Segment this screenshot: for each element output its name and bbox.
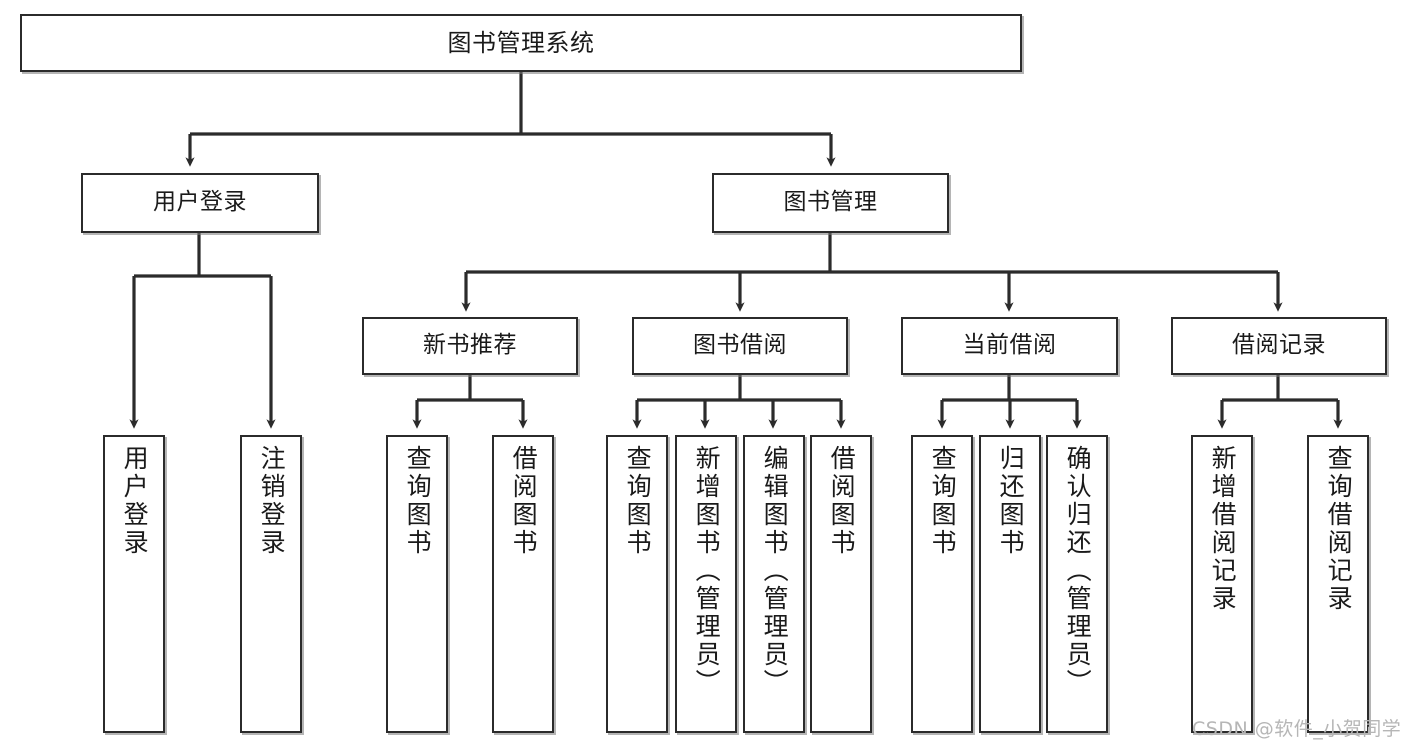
csdn-watermark: CSDN @软件_小贺同学 <box>1192 718 1402 740</box>
node-leaf-add-record-label: 新增借阅记录 <box>1208 445 1238 613</box>
node-current-borrow-label: 当前借阅 <box>962 332 1057 359</box>
node-current-borrow[interactable]: 当前借阅 <box>901 317 1118 375</box>
node-user-login[interactable]: 用户登录 <box>81 173 319 233</box>
node-new-book-recommend[interactable]: 新书推荐 <box>362 317 578 375</box>
node-leaf-user-login[interactable]: 用户登录 <box>103 435 165 733</box>
node-leaf-edit-book-label: 编辑图书（管理员） <box>760 445 790 697</box>
node-leaf-return-book-label: 归还图书 <box>996 445 1026 557</box>
node-leaf-confirm-return-label: 确认归还（管理员） <box>1063 445 1093 697</box>
node-leaf-query-book-3-label: 查询图书 <box>928 445 958 557</box>
node-root-label: 图书管理系统 <box>447 28 595 57</box>
node-leaf-query-record[interactable]: 查询借阅记录 <box>1307 435 1369 733</box>
node-leaf-user-login-label: 用户登录 <box>120 445 150 557</box>
node-leaf-query-book-2-label: 查询图书 <box>623 445 653 557</box>
node-leaf-borrow-book-1-label: 借阅图书 <box>509 445 539 557</box>
node-book-borrow-label: 图书借阅 <box>693 332 787 359</box>
node-leaf-query-record-label: 查询借阅记录 <box>1324 445 1354 613</box>
node-leaf-add-record[interactable]: 新增借阅记录 <box>1191 435 1253 733</box>
node-leaf-query-book-2[interactable]: 查询图书 <box>606 435 668 733</box>
node-leaf-query-book-1[interactable]: 查询图书 <box>386 435 448 733</box>
node-leaf-borrow-book-1[interactable]: 借阅图书 <box>492 435 554 733</box>
node-borrow-record[interactable]: 借阅记录 <box>1171 317 1387 375</box>
node-leaf-return-book[interactable]: 归还图书 <box>979 435 1041 733</box>
node-root[interactable]: 图书管理系统 <box>20 14 1022 72</box>
node-leaf-add-book-label: 新增图书（管理员） <box>692 445 722 697</box>
node-book-borrow[interactable]: 图书借阅 <box>632 317 848 375</box>
node-leaf-edit-book[interactable]: 编辑图书（管理员） <box>743 435 805 733</box>
node-user-login-label: 用户登录 <box>153 189 247 216</box>
node-book-manage-label: 图书管理 <box>783 189 878 216</box>
node-leaf-add-book[interactable]: 新增图书（管理员） <box>675 435 737 733</box>
node-leaf-logout[interactable]: 注销登录 <box>240 435 302 733</box>
node-leaf-borrow-book-2-label: 借阅图书 <box>827 445 857 557</box>
node-new-book-recommend-label: 新书推荐 <box>423 332 517 359</box>
node-leaf-borrow-book-2[interactable]: 借阅图书 <box>810 435 872 733</box>
node-borrow-record-label: 借阅记录 <box>1232 332 1326 359</box>
node-leaf-confirm-return[interactable]: 确认归还（管理员） <box>1046 435 1108 733</box>
node-leaf-query-book-3[interactable]: 查询图书 <box>911 435 973 733</box>
node-book-manage[interactable]: 图书管理 <box>712 173 949 233</box>
node-leaf-query-book-1-label: 查询图书 <box>403 445 433 557</box>
node-leaf-logout-label: 注销登录 <box>257 445 287 557</box>
